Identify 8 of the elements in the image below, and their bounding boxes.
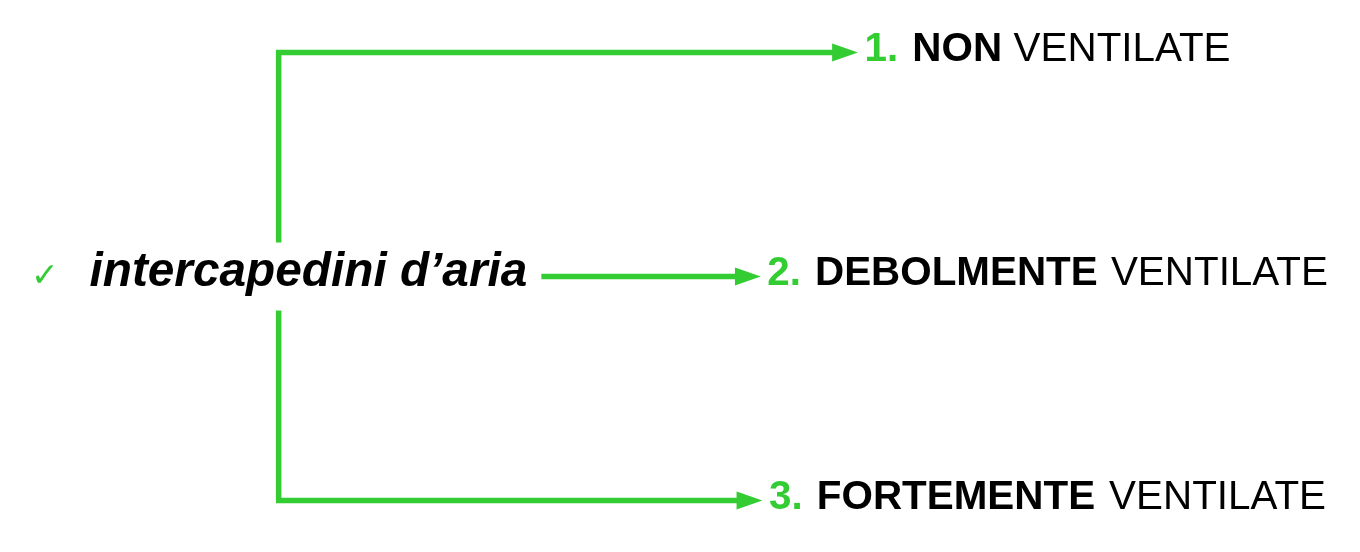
node-text: 3. FORTEMENTE VENTILATE — [769, 471, 1327, 518]
arrow — [275, 310, 763, 510]
node-text: 1. NON VENTILATE — [864, 23, 1231, 70]
arrow — [275, 42, 858, 242]
node-text: intercapedini d’aria — [89, 242, 528, 296]
arrow — [541, 266, 761, 286]
node-label: ✓ — [30, 255, 59, 293]
node-text: 2. DEBOLMENTE VENTILATE — [767, 247, 1328, 294]
